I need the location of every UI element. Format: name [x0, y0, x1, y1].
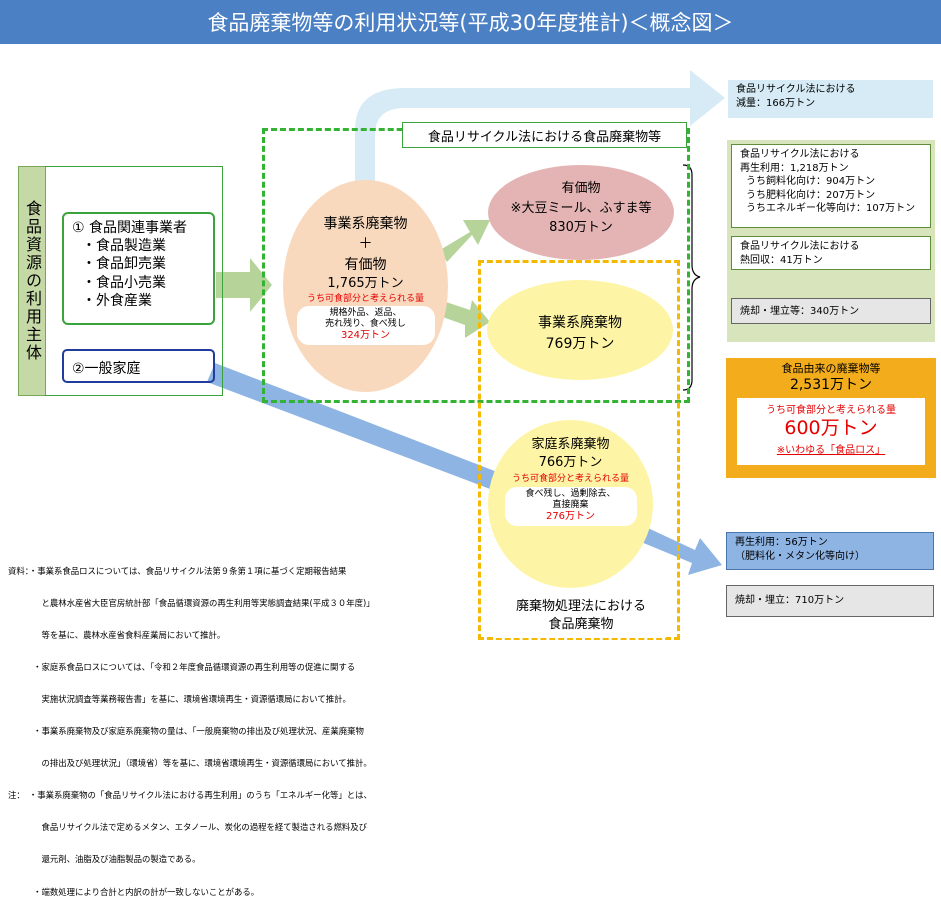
flow-arrows — [207, 70, 725, 575]
center-to-business-arrow — [437, 300, 490, 338]
household-line2: 766万トン — [538, 455, 603, 471]
recycling-item: うちエネルギー化等向け：107万トン — [746, 203, 916, 214]
note-line: 実施状況調査等業務報告書」を基に、環境省環境再生・資源循環局において推計。 — [8, 694, 351, 705]
note-line: 還元剤、油脂及び油脂製品の製造である。 — [8, 854, 201, 865]
entity-households: ②一般家庭 — [62, 349, 215, 383]
household-edible-box: 食べ残し、過剰除去、 直接廃棄 276万トン — [504, 486, 637, 526]
reduction-box: 食品リサイクル法における 減量：166万トン — [728, 80, 933, 118]
business-line2: 769万トン — [545, 336, 615, 352]
recycling-box: 食品リサイクル法における 再生利用：1,218万トン うち飼料化向け：904万ト… — [731, 144, 931, 228]
note-line: 資料：・事業系食品ロスについては、食品リサイクル法第９条第１項に基づく定期報告結… — [8, 566, 347, 577]
heat-recovery-box: 食品リサイクル法における 熱回収：41万トン — [731, 236, 931, 270]
entity1-item: ・外食産業 — [82, 292, 152, 309]
summary-title: 食品由来の廃棄物等 — [781, 362, 881, 375]
reduction-arrow — [355, 70, 725, 205]
note-line: 食品リサイクル法で定めるメタン、エタノール、炭化の過程を経て製造される燃料及び — [8, 822, 367, 833]
note-line: ・端数処理により合計と内訳の計が一致しないことがある。 — [8, 886, 260, 897]
center-line2: ＋ — [358, 236, 373, 253]
center-oval: 事業系廃棄物 ＋ 有価物 1,765万トン うち可食部分と考えられる量 規格外品… — [283, 180, 448, 392]
center-line3: 有価物 — [344, 256, 387, 273]
left-entities-frame — [45, 166, 223, 396]
summary-edible-value: 600万トン — [784, 417, 878, 440]
center-edible-value: 324万トン — [340, 330, 391, 342]
valuables-line1: 有価物 — [561, 181, 601, 196]
entity1-title: ① 食品関連事業者 — [72, 220, 188, 236]
business-waste-oval: 事業系廃棄物 769万トン — [487, 280, 673, 380]
recycling-item: うち飼料化向け：904万トン — [746, 176, 876, 187]
waste-disposal-law-region — [478, 260, 680, 640]
summary-box: 食品由来の廃棄物等 2,531万トン うち可食部分と考えられる量 600万トン … — [726, 358, 936, 478]
note-line: ・事業系廃棄物及び家庭系廃棄物の量は、「一般廃棄物の排出及び処理状況、産業廃棄物 — [8, 726, 364, 737]
entity1-item: ・食品製造業 — [82, 238, 166, 255]
recycle2-box: 再生利用：56万トン （肥料化・メタン化等向け） — [726, 532, 934, 570]
summary-edible-label: うち可食部分と考えられる量 — [766, 405, 896, 417]
household-line1: 家庭系廃棄物 — [531, 437, 610, 452]
note-line: 注： ・事業系廃棄物の「食品リサイクル法における再生利用」のうち「エネルギー化等… — [8, 790, 372, 801]
right-bracket — [682, 164, 701, 391]
summary-inner: うち可食部分と考えられる量 600万トン ※いわゆる「食品ロス」 — [737, 398, 925, 466]
notes-block: 資料：・事業系食品ロスについては、食品リサイクル法第９条第１項に基づく定期報告結… — [8, 545, 483, 908]
household-edible-label: うち可食部分と考えられる量 — [511, 474, 629, 485]
business-line1: 事業系廃棄物 — [538, 315, 622, 331]
household-edible-value: 276万トン — [545, 511, 596, 523]
waste-disposal-law-label: 廃棄物処理法における 食品廃棄物 — [496, 598, 666, 638]
note-line: 等を基に、農林水産省食料産業局において推計。 — [8, 630, 226, 641]
entity1-item: ・食品卸売業 — [82, 256, 166, 273]
incineration2-box: 焼却・埋立：710万トン — [726, 585, 934, 617]
valuables-line2: ※大豆ミール、ふすま等 — [510, 200, 652, 216]
entity1-item: ・食品小売業 — [82, 274, 166, 291]
entity-to-center-arrow — [216, 258, 272, 312]
incineration1-box: 焼却・埋立等：340万トン — [731, 298, 931, 324]
valuables-line3: 830万トン — [549, 220, 613, 235]
household-waste-oval: 家庭系廃棄物 766万トン うち可食部分と考えられる量 食べ残し、過剰除去、 直… — [488, 420, 653, 588]
center-line1: 事業系廃棄物 — [323, 216, 408, 232]
recycling-item: うち肥料化向け：207万トン — [746, 189, 876, 201]
note-line: ・家庭系食品ロスについては、「令和２年度食品循環資源の再生利用等の促進に関する — [8, 662, 356, 673]
center-to-valuables-arrow — [440, 220, 490, 262]
household-to-center-arrow — [207, 363, 505, 492]
recycling-title: 食品リサイクル法における 再生利用：1,218万トン — [740, 149, 860, 174]
summary-value: 2,531万トン — [789, 377, 873, 394]
left-vertical-label-box: 食品資源の利用主体 — [18, 166, 46, 396]
page-title: 食品廃棄物等の利用状況等(平成30年度推計)＜概念図＞ — [0, 0, 941, 44]
summary-note: ※いわゆる「食品ロス」 — [776, 445, 886, 457]
note-line: と農林水産省大臣官房統計部「食品循環資源の再生利用等実態調査結果(平成３０年度)… — [8, 598, 375, 609]
center-edible-label: うち可食部分と考えられる量 — [306, 293, 424, 304]
valuables-oval: 有価物 ※大豆ミール、ふすま等 830万トン — [488, 165, 674, 260]
vertical-label: 食品資源の利用主体 — [23, 200, 42, 362]
household-edible-detail: 食べ残し、過剰除去、 直接廃棄 — [525, 488, 616, 510]
center-line4: 1,765万トン — [327, 275, 404, 291]
entity2-label: ②一般家庭 — [72, 361, 141, 377]
center-edible-detail: 規格外品、返品、 売れ残り、食べ残し — [325, 307, 406, 329]
entity-food-businesses: ① 食品関連事業者 ・食品製造業 ・食品卸売業 ・食品小売業 ・外食産業 — [62, 212, 215, 325]
food-recycling-law-label: 食品リサイクル法における食品廃棄物等 — [402, 122, 687, 148]
note-line: の排出及び処理状況」（環境省）等を基に、環境省環境再生・資源循環局において推計。 — [8, 758, 372, 769]
center-edible-box: 規格外品、返品、 売れ残り、食べ残し 324万トン — [296, 305, 435, 345]
